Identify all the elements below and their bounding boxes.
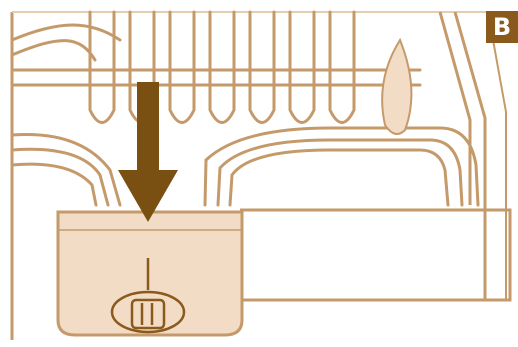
down-arrow-icon: [118, 82, 178, 222]
right-bracket: [381, 11, 507, 300]
panel-label-badge: B: [486, 11, 518, 43]
drain-plug-icon: [110, 258, 186, 334]
heating-element: [10, 10, 480, 207]
drain-housing: [56, 210, 244, 337]
bottom-tray: [240, 208, 512, 302]
